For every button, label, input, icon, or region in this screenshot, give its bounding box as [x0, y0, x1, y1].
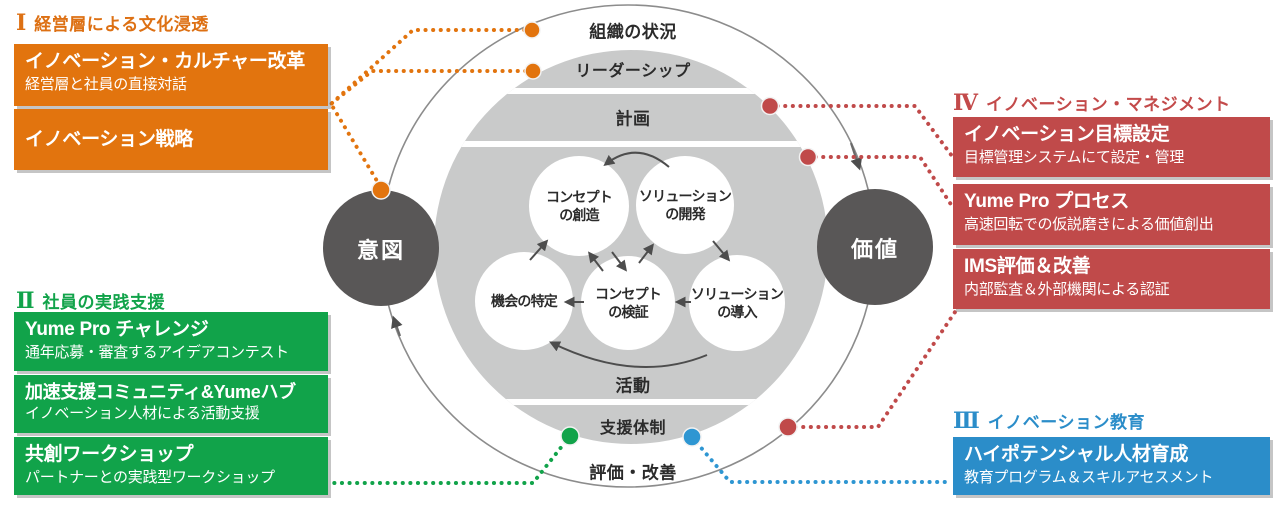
section-2-header: Ⅱ 社員の実践支援 [16, 288, 165, 313]
band-dividers [434, 88, 828, 405]
section-2-title: 社員の実践支援 [42, 293, 166, 312]
card-subtitle: 経営層と社員の直接対話 [25, 75, 187, 93]
section-4-title: イノベーション・マネジメント [985, 95, 1231, 114]
card-subtitle: 目標管理システムにて設定・管理 [964, 148, 1185, 166]
node-solution-deployment-line1: ソリューション [690, 285, 784, 302]
label-plan: 計画 [615, 109, 651, 129]
section-2-numeral: Ⅱ [16, 288, 35, 313]
card-highpotential-development: ハイポテンシャル人材育成 教育プログラム＆スキルアセスメント [953, 437, 1270, 495]
node-solution-development: ソリューション の開発 [638, 187, 732, 223]
node-concept-verification-line1: コンセプト [595, 285, 662, 302]
card-acceleration-community: 加速支援コミュニティ&Yumeハブ イノベーション人材による活動支援 [14, 375, 328, 433]
card-title: イノベーション・カルチャー改革 [25, 51, 305, 72]
node-concept-creation-line2: の創造 [559, 207, 599, 223]
section-3-header: Ⅲ イノベーション教育 [953, 408, 1145, 433]
card-subtitle: 内部監査＆外部機関による認証 [964, 280, 1170, 298]
label-value: 価値 [850, 237, 900, 262]
card-innovation-goal-setting: イノベーション目標設定 目標管理システムにて設定・管理 [953, 117, 1270, 177]
node-opportunity-identification-line1: 機会の特定 [491, 292, 558, 309]
card-title: イノベーション目標設定 [964, 124, 1170, 145]
node-concept-creation-line1: コンセプト [546, 188, 613, 205]
process-node-circles [475, 156, 785, 351]
cycle-arrow-to-intent [391, 315, 403, 337]
card-innovation-strategy: イノベーション戦略 [14, 109, 328, 170]
card-title: Yume Pro チャレンジ [25, 319, 209, 340]
card-title: 加速支援コミュニティ&Yumeハブ [25, 382, 296, 402]
connector-dots [371, 21, 818, 447]
label-evaluation-improvement: 評価・改善 [589, 463, 677, 483]
card-ims-evaluation: IMS評価＆改善 内部監査＆外部機関による認証 [953, 249, 1270, 309]
node-concept-verification-line2: の検証 [608, 304, 648, 320]
section-1-title: 経営層による文化浸透 [34, 15, 209, 34]
process-arrows [529, 151, 731, 368]
card-yumepro-challenge: Yume Pro チャレンジ 通年応募・審査するアイデアコンテスト [14, 312, 328, 371]
label-activity: 活動 [615, 376, 651, 396]
card-title: 共創ワークショップ [25, 444, 194, 465]
value-circle [817, 189, 933, 305]
section-3-title: イノベーション教育 [987, 413, 1145, 432]
label-intent: 意図 [356, 238, 406, 263]
node-solution-deployment-line2: の導入 [717, 304, 757, 320]
card-subtitle: イノベーション人材による活動支援 [25, 405, 260, 423]
card-title: ハイポテンシャル人材育成 [964, 444, 1189, 465]
card-title: IMS評価＆改善 [964, 256, 1091, 277]
cycle-arrow-to-value [849, 142, 863, 171]
card-innovation-culture-reform: イノベーション・カルチャー改革 経営層と社員の直接対話 [14, 44, 328, 106]
intent-circle [323, 190, 439, 306]
label-leadership: リーダーシップ [575, 63, 691, 80]
section-3-numeral: Ⅲ [953, 408, 980, 433]
section-4-header: Ⅳ イノベーション・マネジメント [953, 90, 1231, 115]
label-support-system: 支援体制 [599, 420, 667, 437]
card-title: イノベーション戦略 [25, 128, 193, 150]
card-yumepro-process: Yume Pro プロセス 高速回転での仮説磨きによる価値創出 [953, 184, 1270, 245]
node-concept-verification: コンセプト の検証 [595, 285, 662, 321]
section-1-numeral: Ⅰ [16, 10, 27, 35]
node-concept-creation: コンセプト の創造 [546, 188, 613, 224]
card-cocreation-workshop: 共創ワークショップ パートナーとの実践型ワークショップ [14, 437, 328, 495]
card-subtitle: 教育プログラム＆スキルアセスメント [964, 468, 1214, 486]
node-solution-development-line2: の開発 [665, 206, 705, 222]
label-organization-context: 組織の状況 [589, 22, 677, 42]
card-subtitle: パートナーとの実践型ワークショップ [25, 468, 275, 486]
section-1-header: Ⅰ 経営層による文化浸透 [16, 10, 209, 35]
card-subtitle: 高速回転での仮説磨きによる価値創出 [964, 215, 1214, 233]
node-solution-development-line1: ソリューション [638, 187, 732, 204]
card-title: Yume Pro プロセス [964, 191, 1130, 212]
section-4-numeral: Ⅳ [953, 90, 978, 115]
node-opportunity-identification: 機会の特定 [491, 292, 558, 310]
node-solution-deployment: ソリューション の導入 [690, 285, 784, 321]
card-subtitle: 通年応募・審査するアイデアコンテスト [25, 343, 289, 361]
connector-lines [328, 28, 957, 485]
